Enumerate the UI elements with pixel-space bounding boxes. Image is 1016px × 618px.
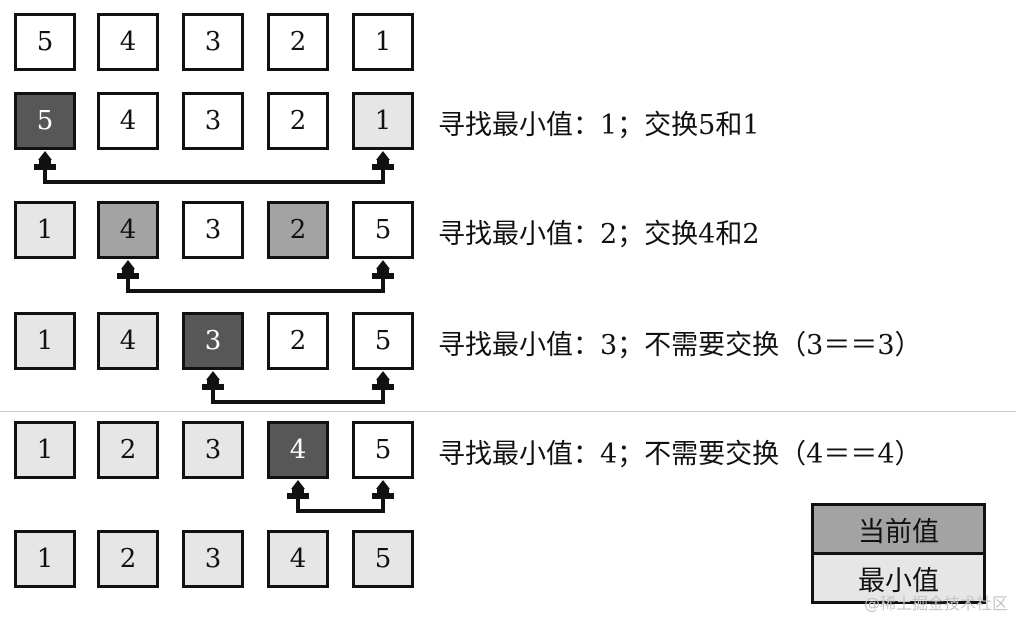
array-cell: 2 bbox=[267, 13, 329, 71]
step-caption: 寻找最小值：3；不需要交换（3＝＝3） bbox=[438, 329, 922, 361]
arrow-stem bbox=[377, 268, 389, 274]
arrow-head-icon bbox=[206, 371, 220, 380]
arrow-stem bbox=[292, 488, 304, 494]
arrow-head-icon bbox=[376, 480, 390, 489]
arrow-base bbox=[372, 493, 394, 499]
array-cell: 1 bbox=[352, 92, 414, 150]
array-cell: 4 bbox=[97, 312, 159, 370]
array-cell: 2 bbox=[267, 201, 329, 259]
swap-connector bbox=[117, 260, 394, 293]
step-caption: 寻找最小值：1；交换5和1 bbox=[438, 109, 760, 141]
swap-connector bbox=[202, 371, 394, 404]
arrow-base bbox=[117, 273, 139, 279]
array-cell: 3 bbox=[182, 421, 244, 479]
arrow-stem bbox=[377, 488, 389, 494]
array-cell: 1 bbox=[14, 201, 76, 259]
arrow-base bbox=[372, 164, 394, 170]
legend-current-value: 当前值 bbox=[814, 506, 983, 555]
array-cell: 5 bbox=[352, 421, 414, 479]
array-cell: 3 bbox=[182, 13, 244, 71]
array-cell: 2 bbox=[267, 312, 329, 370]
array-cell: 4 bbox=[97, 201, 159, 259]
array-cell: 3 bbox=[182, 92, 244, 150]
arrow-base bbox=[287, 493, 309, 499]
array-cell: 4 bbox=[97, 13, 159, 71]
array-cell: 5 bbox=[352, 312, 414, 370]
arrow-stem bbox=[377, 159, 389, 165]
step-caption: 寻找最小值：4；不需要交换（4＝＝4） bbox=[438, 438, 922, 470]
swap-connector bbox=[34, 151, 394, 184]
arrow-stem bbox=[377, 379, 389, 385]
array-cell: 1 bbox=[14, 530, 76, 588]
array-cell: 3 bbox=[182, 312, 244, 370]
arrow-stem bbox=[122, 268, 134, 274]
arrow-head-icon bbox=[121, 260, 135, 269]
array-cell: 4 bbox=[267, 530, 329, 588]
arrow-head-icon bbox=[376, 260, 390, 269]
array-cell: 1 bbox=[352, 13, 414, 71]
array-cell: 2 bbox=[97, 530, 159, 588]
array-cell: 1 bbox=[14, 421, 76, 479]
arrow-stem bbox=[207, 379, 219, 385]
arrow-head-icon bbox=[376, 371, 390, 380]
arrow-base bbox=[372, 273, 394, 279]
watermark: @稀土掘金技术社区 bbox=[863, 594, 1008, 613]
arrow-base bbox=[372, 384, 394, 390]
arrow-head-icon bbox=[291, 480, 305, 489]
array-cell: 5 bbox=[14, 13, 76, 71]
arrow-head-icon bbox=[38, 151, 52, 160]
array-cell: 4 bbox=[267, 421, 329, 479]
arrow-head-icon bbox=[376, 151, 390, 160]
swap-connector bbox=[287, 480, 394, 513]
legend-min-value: 最小值 bbox=[814, 555, 983, 601]
array-cell: 5 bbox=[352, 201, 414, 259]
step-caption: 寻找最小值：2；交换4和2 bbox=[438, 218, 760, 250]
array-cell: 5 bbox=[352, 530, 414, 588]
array-cell: 3 bbox=[182, 530, 244, 588]
array-cell: 3 bbox=[182, 201, 244, 259]
legend: 当前值 最小值 bbox=[811, 503, 986, 604]
arrow-base bbox=[202, 384, 224, 390]
array-cell: 4 bbox=[97, 92, 159, 150]
arrow-stem bbox=[39, 159, 51, 165]
arrow-base bbox=[34, 164, 56, 170]
divider-line bbox=[0, 411, 1016, 412]
array-cell: 2 bbox=[267, 92, 329, 150]
array-cell: 1 bbox=[14, 312, 76, 370]
array-cell: 2 bbox=[97, 421, 159, 479]
array-cell: 5 bbox=[14, 92, 76, 150]
